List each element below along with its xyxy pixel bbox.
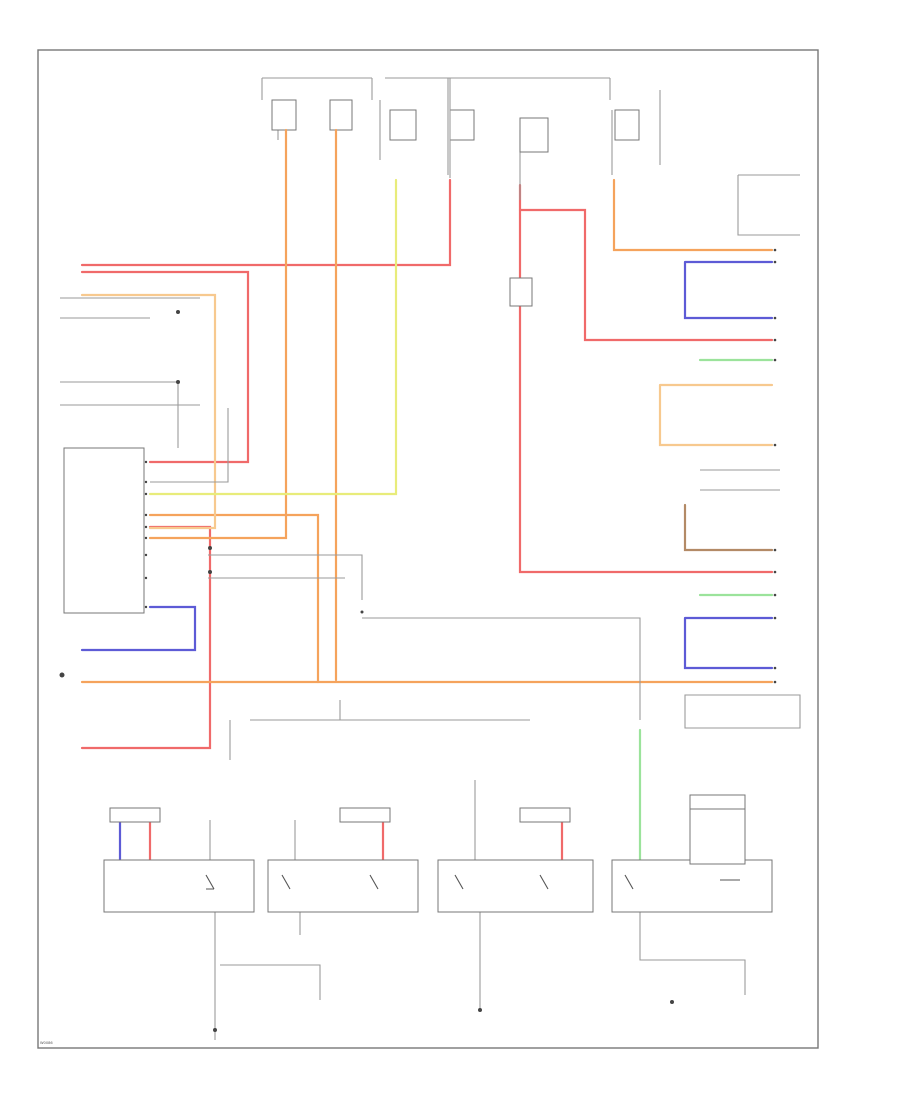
fuse-box-2 bbox=[329, 99, 353, 131]
wire-orange-right bbox=[612, 178, 774, 252]
wire-blue-bottom bbox=[683, 616, 774, 670]
module-pins bbox=[144, 460, 148, 609]
power-distribution bbox=[261, 77, 661, 175]
wire-orange-long bbox=[148, 128, 288, 540]
diagram-frame bbox=[37, 49, 819, 1049]
switch-module-3 bbox=[437, 807, 594, 913]
left-control-module bbox=[63, 447, 145, 614]
switch-module-1 bbox=[103, 807, 255, 913]
wire-orange-loop bbox=[658, 383, 774, 447]
footer-code: W0086 bbox=[40, 1041, 53, 1045]
gray-wiring bbox=[60, 78, 801, 1040]
wire-red-branch bbox=[518, 208, 774, 342]
switch-module-4 bbox=[611, 794, 773, 913]
right-terminals bbox=[773, 248, 777, 684]
switch-module-2 bbox=[267, 807, 419, 913]
wire-orange-short bbox=[80, 293, 217, 530]
wire-red-right bbox=[518, 183, 774, 574]
wire-yellow bbox=[148, 178, 398, 496]
wire-brown bbox=[683, 503, 774, 552]
wire-orange-mid bbox=[148, 513, 320, 684]
ground-points bbox=[59, 310, 674, 1032]
wire-red-bus bbox=[80, 178, 452, 267]
fuse-box-5 bbox=[519, 117, 549, 153]
wire-blue-top bbox=[683, 260, 774, 320]
connector-center bbox=[509, 277, 533, 307]
wire-red-feed bbox=[80, 270, 250, 464]
wire-blue-left bbox=[80, 605, 197, 652]
fuse-box-3 bbox=[389, 109, 417, 141]
fuse-box-6 bbox=[614, 109, 640, 141]
fuse-box-1 bbox=[271, 99, 297, 131]
fuse-box-4 bbox=[449, 109, 475, 141]
